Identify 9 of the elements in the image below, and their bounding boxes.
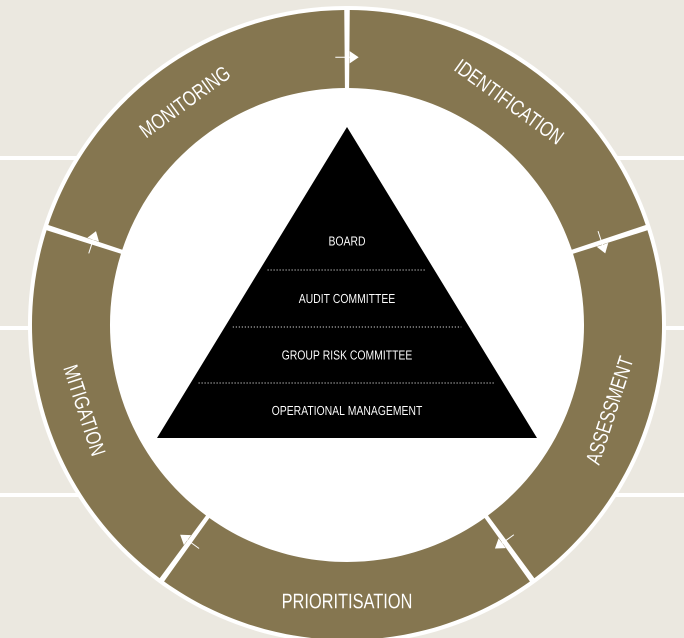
ring-segment: PRIORITISATION — [164, 518, 530, 638]
node-label: OPERATIONAL MANAGEMENT — [272, 406, 422, 416]
pyramid-layer: OPERATIONAL MANAGEMENT — [157, 383, 537, 438]
node-label: AUDIT COMMITTEE — [298, 294, 395, 304]
arrow — [180, 534, 200, 549]
pyramid-layer: GROUP RISK COMMITTEE — [190, 327, 504, 383]
pyramid-layer: BOARD — [260, 127, 434, 270]
node-label: GROUP RISK COMMITTEE — [282, 350, 412, 360]
pyramid-layer: AUDIT COMMITTEE — [224, 270, 470, 327]
